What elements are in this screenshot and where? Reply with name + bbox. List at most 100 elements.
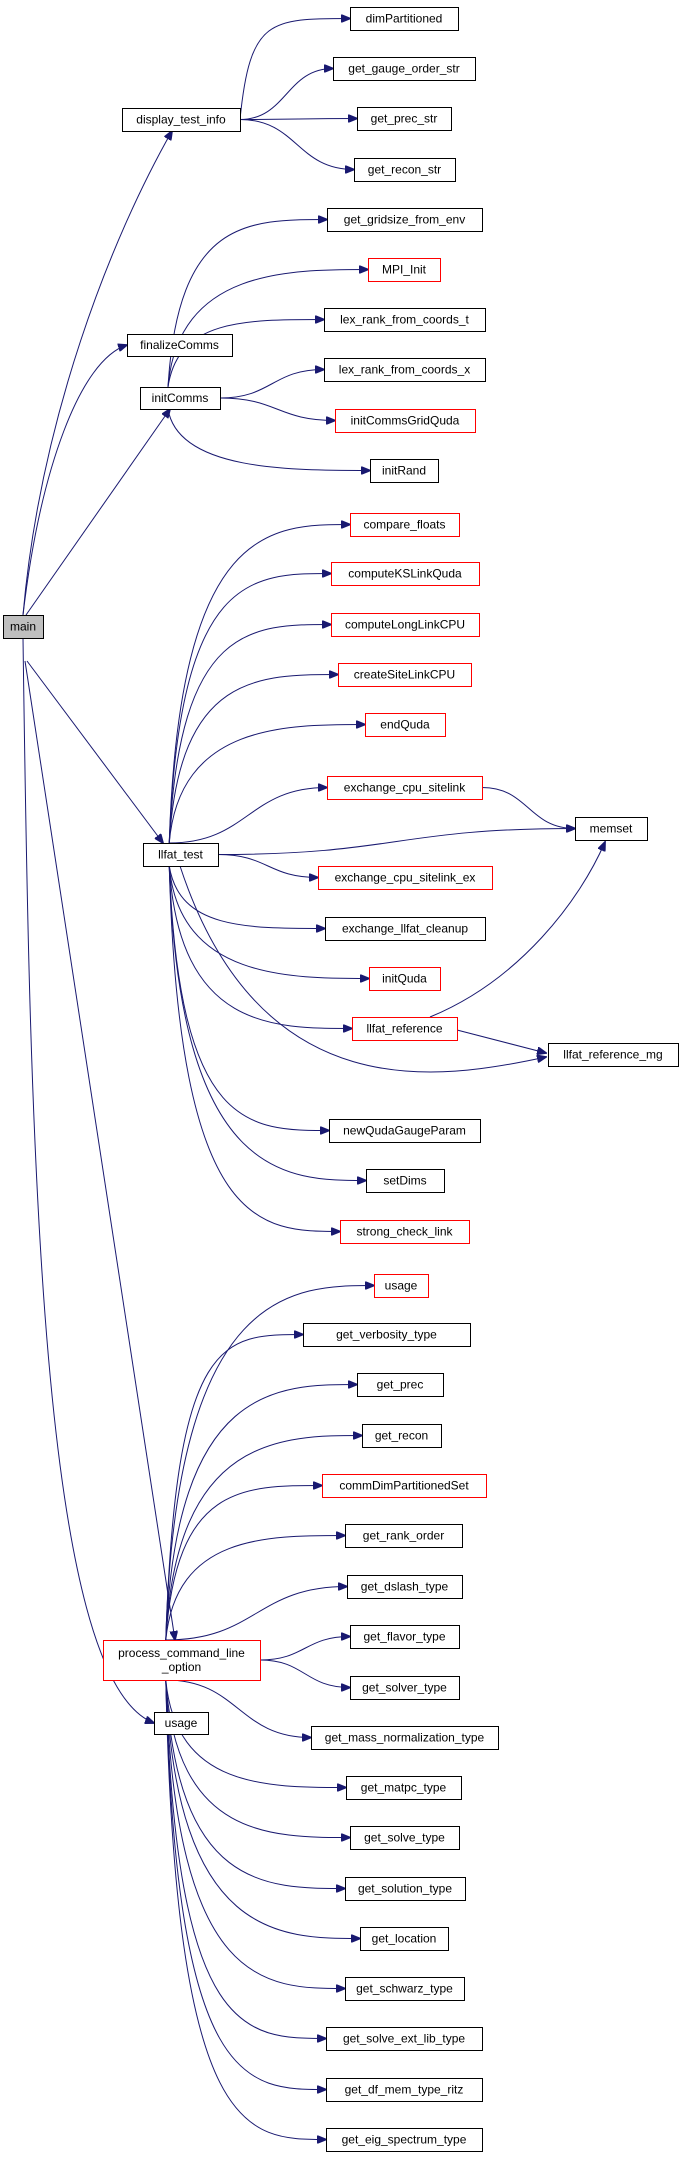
- node-label: computeKSLinkQuda: [348, 567, 462, 581]
- node-lex_rank_from_coords_x[interactable]: lex_rank_from_coords_x: [324, 358, 486, 382]
- node-initQuda[interactable]: initQuda: [369, 967, 441, 991]
- node-llfat_test[interactable]: llfat_test: [143, 843, 219, 867]
- node-get_verbosity_type[interactable]: get_verbosity_type: [303, 1323, 471, 1347]
- node-get_location[interactable]: get_location: [360, 1927, 449, 1951]
- node-box: [127, 334, 233, 357]
- node-label: initCommsGridQuda: [351, 414, 460, 428]
- node-label: get_prec: [377, 1378, 424, 1392]
- node-computeLongLinkCPU[interactable]: computeLongLinkCPU: [331, 613, 480, 637]
- node-label: strong_check_link: [356, 1225, 453, 1239]
- node-get_eig_spectrum_type[interactable]: get_eig_spectrum_type: [326, 2128, 483, 2152]
- node-strong_check_link[interactable]: strong_check_link: [340, 1220, 470, 1244]
- node-llfat_reference[interactable]: llfat_reference: [352, 1017, 458, 1041]
- node-get_matpc_type[interactable]: get_matpc_type: [346, 1776, 462, 1800]
- node-initRand[interactable]: initRand: [370, 459, 439, 483]
- node-get_flavor_type[interactable]: get_flavor_type: [350, 1625, 460, 1649]
- node-box: [370, 459, 439, 483]
- node-display_test_info[interactable]: display_test_info: [122, 108, 241, 132]
- node-initCommsGridQuda[interactable]: initCommsGridQuda: [335, 409, 476, 433]
- node-get_prec[interactable]: get_prec: [357, 1373, 444, 1397]
- node-compare_floats[interactable]: compare_floats: [350, 513, 460, 537]
- node-computeKSLinkQuda[interactable]: computeKSLinkQuda: [331, 562, 480, 586]
- edge-main-to-display_test_info: [22, 131, 172, 616]
- edge-process_command_line_option-to-get_eig_spectrum_type: [165, 1679, 326, 2140]
- node-box: [122, 108, 241, 132]
- node-llfat_reference_mg[interactable]: llfat_reference_mg: [548, 1043, 679, 1067]
- edge-main-to-finalizeComms: [22, 345, 127, 616]
- node-get_recon_str[interactable]: get_recon_str: [354, 158, 456, 182]
- node-label: dimPartitioned: [366, 12, 443, 26]
- edge-process_command_line_option-to-get_flavor_type: [259, 1637, 350, 1661]
- edge-initComms-to-initRand: [167, 408, 370, 471]
- node-label: get_gauge_order_str: [348, 62, 459, 76]
- node-box: [575, 817, 648, 841]
- edge-process_command_line_option-to-usage_pcl: [165, 1286, 374, 1641]
- node-get_solution_type[interactable]: get_solution_type: [345, 1877, 466, 1901]
- node-box: [327, 208, 483, 232]
- node-get_solve_ext_lib_type[interactable]: get_solve_ext_lib_type: [326, 2027, 483, 2051]
- node-label: setDims: [383, 1174, 426, 1188]
- node-get_rank_order[interactable]: get_rank_order: [345, 1524, 463, 1548]
- node-get_prec_str[interactable]: get_prec_str: [357, 107, 452, 131]
- node-label: usage: [165, 1716, 198, 1730]
- edge-llfat_test-to-strong_check_link: [168, 865, 340, 1232]
- node-get_mass_normalization_type[interactable]: get_mass_normalization_type: [311, 1726, 499, 1750]
- node-memset[interactable]: memset: [575, 817, 648, 841]
- node-setDims[interactable]: setDims: [366, 1169, 445, 1193]
- edge-llfat_test-to-exchange_llfat_cleanup: [168, 865, 325, 929]
- node-box: [374, 1274, 429, 1298]
- edge-initComms-to-get_gridsize_from_env: [167, 220, 327, 388]
- node-box: [354, 158, 456, 182]
- node-lex_rank_from_coords_t[interactable]: lex_rank_from_coords_t: [324, 308, 486, 332]
- node-get_solve_type[interactable]: get_solve_type: [350, 1826, 460, 1850]
- node-label: get_eig_spectrum_type: [342, 2133, 467, 2147]
- node-label: get_mass_normalization_type: [325, 1731, 485, 1745]
- node-box: [335, 409, 476, 433]
- node-label: endQuda: [380, 718, 430, 732]
- node-createSiteLinkCPU[interactable]: createSiteLinkCPU: [338, 663, 472, 687]
- node-get_dslash_type[interactable]: get_dslash_type: [347, 1575, 463, 1599]
- edge-process_command_line_option-to-get_solution_type: [165, 1679, 345, 1889]
- node-box: [143, 843, 219, 867]
- node-commDimPartitionedSet[interactable]: commDimPartitionedSet: [322, 1474, 487, 1498]
- node-get_df_mem_type_ritz[interactable]: get_df_mem_type_ritz: [326, 2078, 483, 2102]
- node-label: get_rank_order: [363, 1529, 444, 1543]
- node-initComms[interactable]: initComms: [140, 387, 221, 410]
- node-box: [327, 776, 483, 800]
- node-exchange_cpu_sitelink[interactable]: exchange_cpu_sitelink: [327, 776, 483, 800]
- edge-process_command_line_option-to-get_recon: [165, 1436, 362, 1641]
- node-label: display_test_info: [136, 113, 226, 127]
- edge-main-to-usage_main: [22, 637, 154, 1723]
- node-label: lex_rank_from_coords_t: [340, 313, 469, 327]
- edge-process_command_line_option-to-get_rank_order: [165, 1536, 345, 1641]
- node-usage_pcl[interactable]: usage: [374, 1274, 429, 1298]
- node-box: [345, 1877, 466, 1901]
- node-endQuda[interactable]: endQuda: [365, 713, 446, 737]
- node-process_command_line_option[interactable]: process_command_line_option: [103, 1640, 261, 1681]
- node-get_gauge_order_str[interactable]: get_gauge_order_str: [333, 57, 476, 81]
- node-get_solver_type[interactable]: get_solver_type: [350, 1676, 460, 1700]
- node-main[interactable]: main: [3, 615, 44, 639]
- edge-llfat_test-to-computeLongLinkCPU: [168, 625, 331, 844]
- node-box: [326, 2027, 483, 2051]
- nodes-layer: main display_test_info finalizeComms initCo…: [3, 7, 679, 2152]
- node-label: get_solve_ext_lib_type: [343, 2032, 465, 2046]
- node-get_schwarz_type[interactable]: get_schwarz_type: [345, 1977, 465, 2001]
- node-box: [347, 1575, 463, 1599]
- node-box: [324, 308, 486, 332]
- node-get_recon[interactable]: get_recon: [362, 1424, 442, 1448]
- node-label: exchange_llfat_cleanup: [342, 922, 468, 936]
- node-exchange_llfat_cleanup[interactable]: exchange_llfat_cleanup: [325, 917, 486, 941]
- node-label: get_dslash_type: [361, 1580, 449, 1594]
- node-newQudaGaugeParam[interactable]: newQudaGaugeParam: [329, 1119, 481, 1143]
- node-finalizeComms[interactable]: finalizeComms: [127, 334, 233, 357]
- node-exchange_cpu_sitelink_ex[interactable]: exchange_cpu_sitelink_ex: [318, 866, 493, 890]
- node-MPI_Init[interactable]: MPI_Init: [368, 258, 441, 282]
- node-get_gridsize_from_env[interactable]: get_gridsize_from_env: [327, 208, 483, 232]
- node-usage_main[interactable]: usage: [154, 1712, 209, 1735]
- edge-process_command_line_option-to-get_df_mem_type_ritz: [165, 1679, 326, 2090]
- node-box: [548, 1043, 679, 1067]
- node-dimPartitioned[interactable]: dimPartitioned: [350, 7, 459, 31]
- node-label: get_location: [372, 1932, 437, 1946]
- node-label: MPI_Init: [382, 263, 427, 277]
